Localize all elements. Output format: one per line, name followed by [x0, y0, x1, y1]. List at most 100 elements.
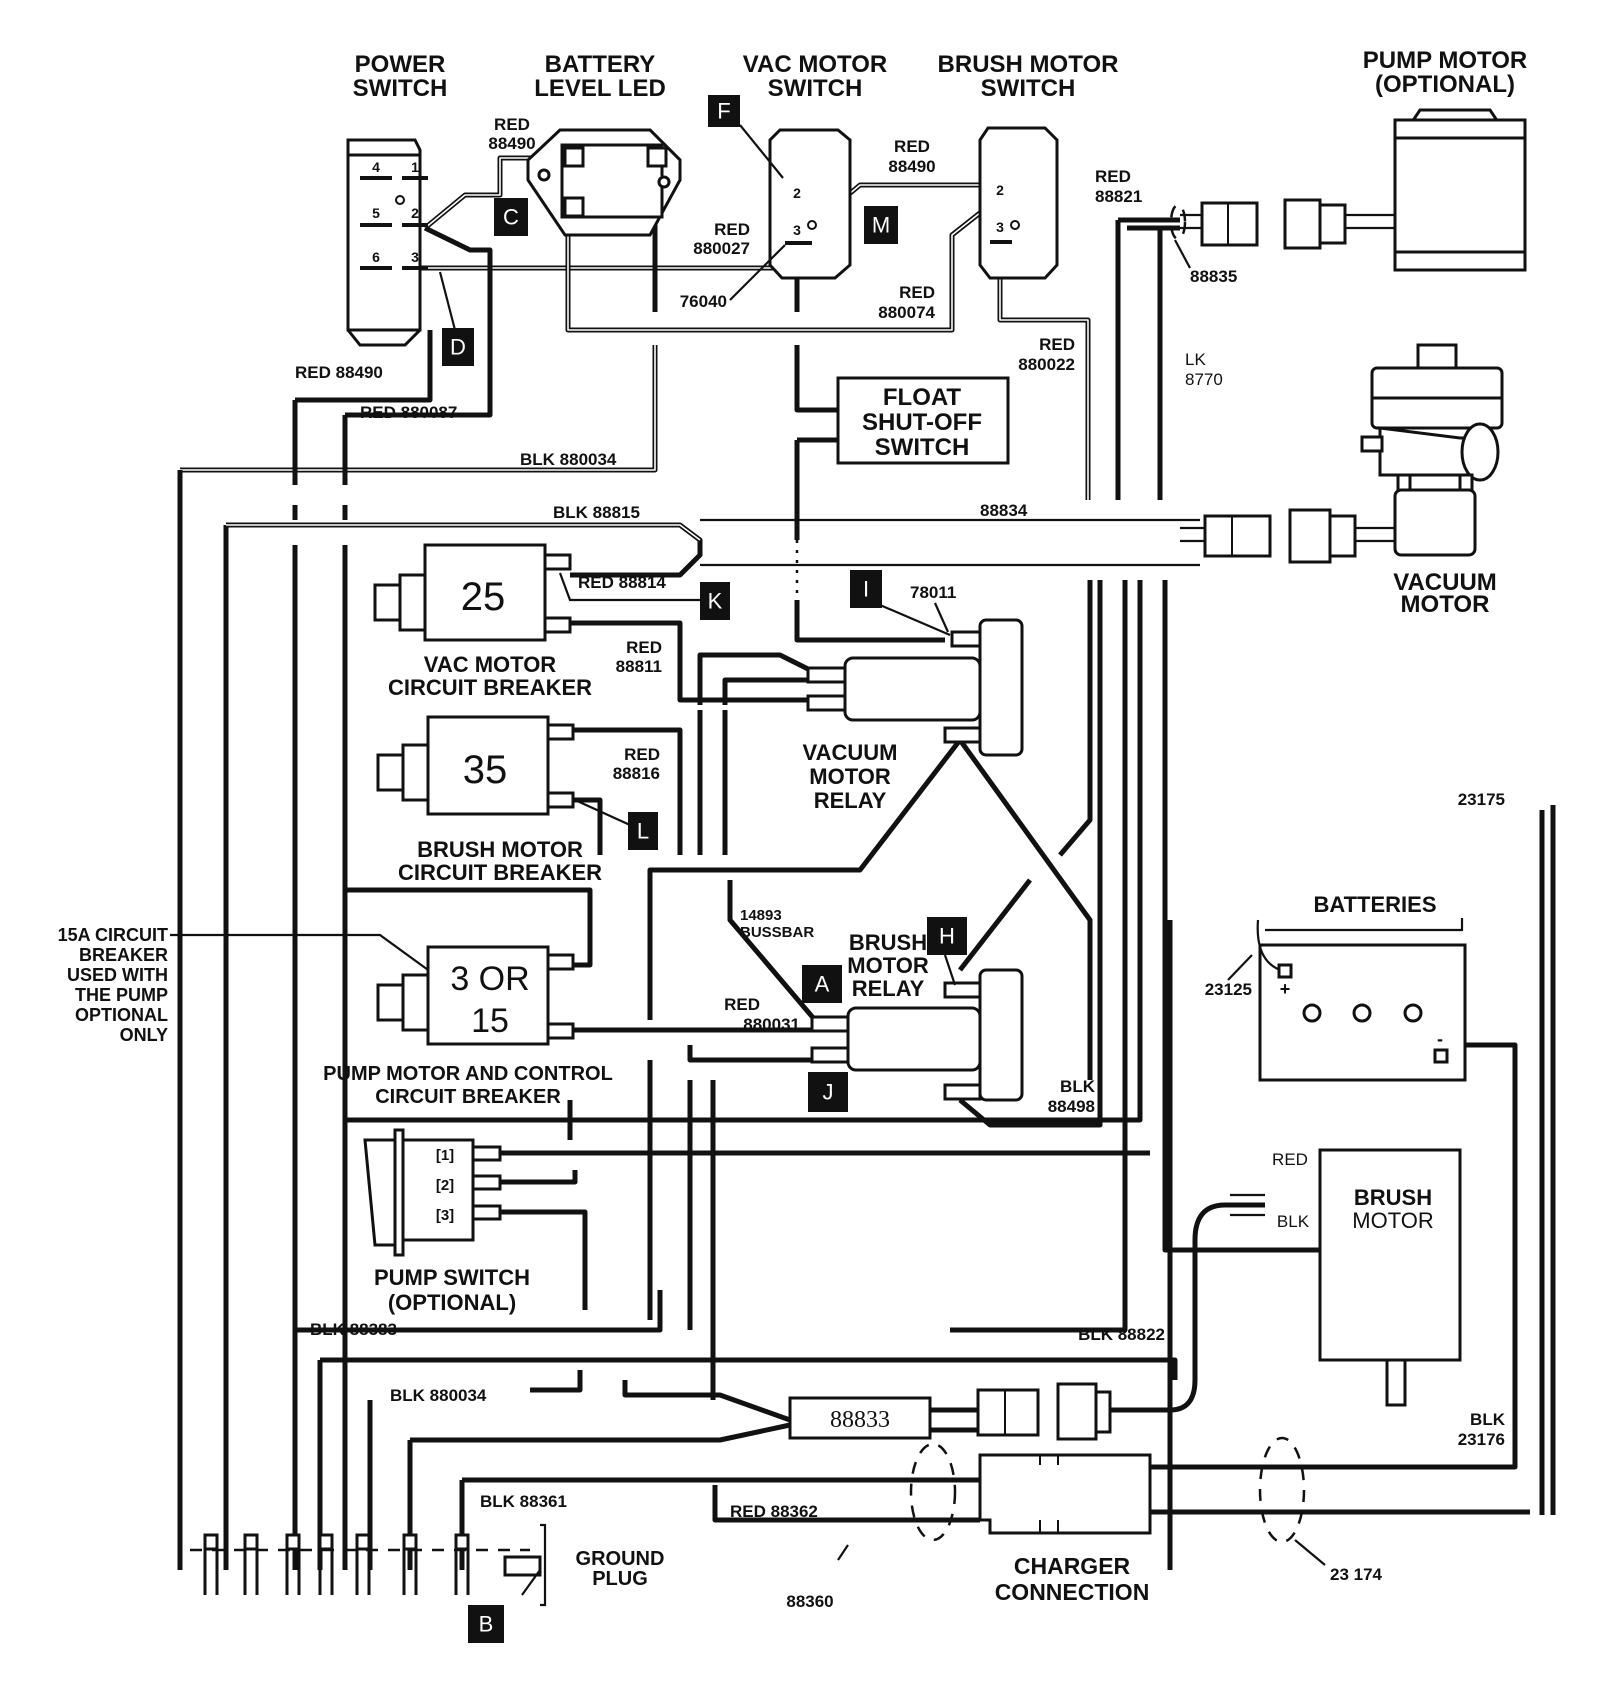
- power-switch-terminal-2: 2: [411, 205, 419, 221]
- label-23174: 23 174: [1330, 1565, 1383, 1584]
- vacuum-motor: VACUUM MOTOR: [1180, 343, 1504, 618]
- callout-tags: F C M D K I L H A J: [438, 95, 967, 1643]
- brush-motor-label-1: BRUSH: [1354, 1185, 1432, 1210]
- callout-k: J: [808, 1072, 848, 1112]
- vac-motor-circuit-breaker: 25 VAC MOTOR CIRCUIT BREAKER: [373, 543, 592, 700]
- vac-breaker-label-2: CIRCUIT BREAKER: [388, 675, 592, 700]
- float-switch-label-1: FLOAT: [883, 384, 962, 411]
- breaker-15a-note: 15A CIRCUIT BREAKER USED WITH THE PUMP O…: [58, 925, 168, 1045]
- callout-h: H: [927, 917, 967, 955]
- wires: [170, 155, 1556, 1570]
- label-red-880031-1: RED: [724, 995, 760, 1014]
- note-line-1: 15A CIRCUIT: [58, 925, 168, 945]
- pump-motor-title-1: PUMP MOTOR: [1363, 47, 1527, 74]
- label-blk-23176-1: BLK: [1470, 1410, 1506, 1429]
- brush-breaker-label-1: BRUSH MOTOR: [417, 837, 583, 862]
- label-red-88362: RED 88362: [730, 1502, 818, 1521]
- vac-motor-switch: VAC MOTOR SWITCH 2 3: [743, 51, 887, 280]
- pump-breaker-label-1: PUMP MOTOR AND CONTROL: [323, 1063, 613, 1085]
- callout-d: D: [442, 328, 474, 366]
- vac-switch-terminal-2: 2: [793, 185, 801, 201]
- note-line-2: BREAKER: [79, 945, 168, 965]
- callout-m: M: [864, 206, 898, 244]
- note-line-5: OPTIONAL: [75, 1005, 168, 1025]
- label-88835: 88835: [1190, 267, 1237, 286]
- svg-text:K: K: [708, 589, 723, 614]
- battery-negative: -: [1437, 1029, 1443, 1049]
- vacuum-motor-label-2: MOTOR: [1401, 591, 1490, 618]
- charger-label-2: CONNECTION: [995, 1579, 1150, 1605]
- float-shutoff-switch: FLOAT SHUT-OFF SWITCH: [836, 376, 1010, 465]
- label-red-880074-2: 880074: [878, 303, 935, 322]
- svg-text:D: D: [450, 335, 466, 360]
- vacuum-motor-relay: VACUUM MOTOR RELAY: [803, 618, 1024, 813]
- battery-level-led: BATTERY LEVEL LED: [526, 51, 682, 237]
- power-switch-terminal-1: 1: [411, 159, 419, 175]
- power-switch-terminal-5: 5: [372, 205, 380, 221]
- svg-text:F: F: [717, 99, 730, 124]
- power-switch-terminal-3: 3: [411, 249, 419, 265]
- label-red-88816-1: RED: [624, 745, 660, 764]
- brush-relay-label-3: RELAY: [852, 976, 925, 1001]
- callout-c: C: [494, 198, 528, 236]
- harness-88833-label: 88833: [830, 1407, 890, 1433]
- battery-led-title-2: LEVEL LED: [534, 75, 666, 102]
- ground-plug-label-2: PLUG: [592, 1568, 648, 1590]
- pump-switch: [1] [2] [3] PUMP SWITCH (OPTIONAL): [363, 1128, 530, 1315]
- vac-breaker-rating: 25: [461, 575, 506, 619]
- svg-text:A: A: [815, 972, 830, 997]
- label-lk-8770-2: 8770: [1185, 370, 1223, 389]
- svg-text:C: C: [503, 205, 519, 230]
- pump-switch-label-1: PUMP SWITCH: [374, 1265, 530, 1290]
- power-switch-terminal-6: 6: [372, 249, 380, 265]
- harness-88833: 88833: [788, 1382, 1112, 1441]
- callout-a: A: [802, 965, 842, 1003]
- label-red-880027-2: 880027: [693, 239, 750, 258]
- brush-relay-label-1: BRUSH: [849, 930, 927, 955]
- label-bussbar: BUSSBAR: [740, 924, 814, 941]
- label-red-880027-1: RED: [714, 220, 750, 239]
- svg-text:H: H: [939, 924, 955, 949]
- pump-switch-terminal-2: [2]: [436, 1177, 454, 1194]
- callout-b: B: [468, 1605, 504, 1643]
- label-78011: 78011: [910, 583, 956, 602]
- label-red-88490-mid-2: 88490: [888, 157, 935, 176]
- vac-switch-terminal-3: 3: [793, 222, 801, 238]
- callout-j: K: [700, 582, 730, 620]
- batteries: BATTERIES + -: [1256, 892, 1467, 1082]
- label-blk-88361: BLK 88361: [480, 1492, 567, 1511]
- vac-breaker-label-1: VAC MOTOR: [424, 652, 557, 677]
- svg-text:B: B: [479, 1612, 494, 1637]
- pump-motor: PUMP MOTOR (OPTIONAL): [1180, 47, 1527, 272]
- label-red-88490-top-1: RED: [494, 115, 530, 134]
- brush-motor-relay: BRUSH MOTOR RELAY: [810, 930, 1024, 1102]
- brush-switch-title-1: BRUSH MOTOR: [938, 51, 1119, 78]
- label-blk-880034-top: BLK 880034: [520, 450, 617, 469]
- pump-switch-terminal-3: [3]: [436, 1207, 454, 1224]
- brush-motor-switch: BRUSH MOTOR SWITCH 2 3: [938, 51, 1119, 280]
- pump-breaker-rating-2: 15: [471, 1002, 509, 1040]
- power-switch-title-2: SWITCH: [353, 75, 448, 102]
- pump-connector-a: [1200, 201, 1259, 247]
- pump-switch-label-2: (OPTIONAL): [388, 1290, 516, 1315]
- label-blk-880034-bottom: BLK 880034: [390, 1386, 487, 1405]
- label-red-88490-top-2: 88490: [488, 134, 535, 153]
- label-76040: 76040: [680, 292, 727, 311]
- label-red-88490-left: RED 88490: [295, 363, 383, 382]
- power-switch-body: [346, 153, 422, 332]
- label-red-880022-2: 880022: [1018, 355, 1075, 374]
- float-switch-label-3: SWITCH: [875, 434, 970, 461]
- brush-switch-terminal-2: 2: [996, 182, 1004, 198]
- pump-breaker-label-2: CIRCUIT BREAKER: [375, 1086, 561, 1108]
- label-red-88811-1: RED: [626, 638, 662, 657]
- vac-switch-title-2: SWITCH: [768, 75, 863, 102]
- svg-text:J: J: [823, 1080, 834, 1105]
- note-line-3: USED WITH: [67, 965, 168, 985]
- label-red-880022-1: RED: [1039, 335, 1075, 354]
- label-red-88821-1: RED: [1095, 167, 1131, 186]
- label-red-88811-2: 88811: [616, 657, 662, 676]
- battery-positive: +: [1280, 979, 1291, 999]
- label-red-88816-2: 88816: [613, 764, 660, 783]
- label-23175: 23175: [1458, 790, 1505, 809]
